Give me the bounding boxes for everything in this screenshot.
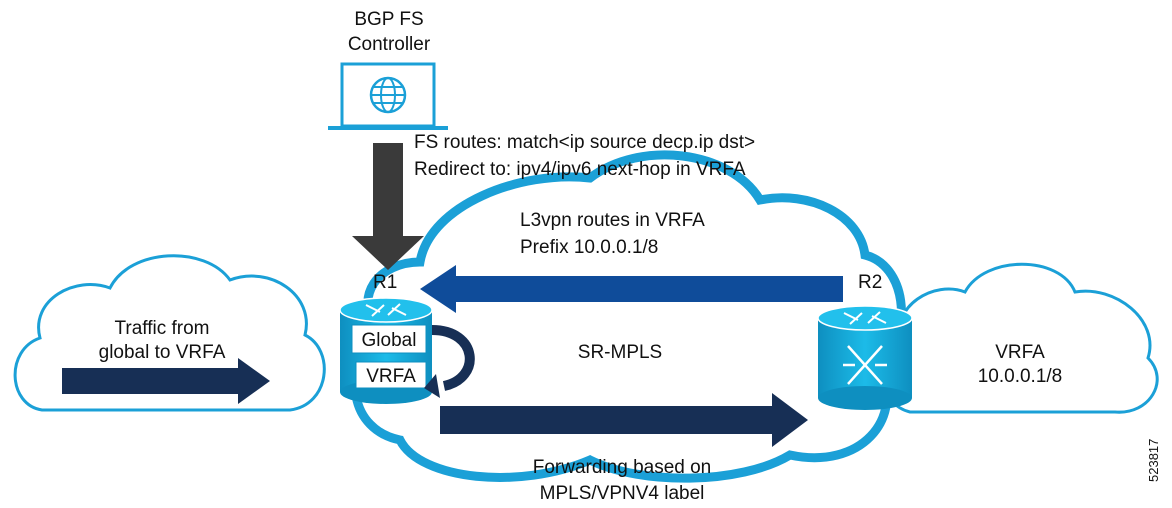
forwarding-arrow [440,393,808,447]
right-cloud-line1: VRFA [995,342,1045,363]
right-cloud-line2: 10.0.0.1/8 [978,366,1063,387]
l3vpn-line1: L3vpn routes in VRFA [520,210,705,231]
right-cloud [880,262,1159,414]
r1-vrfa-label: VRFA [366,366,416,387]
fs-routes-line1: FS routes: match<ip source decp.ip dst> [414,132,755,153]
l3vpn-route-arrow [420,265,843,313]
router-r1-label: R1 [373,272,397,293]
router-icon [365,303,407,317]
switch-cross-icon [843,345,887,385]
router-icon [843,311,887,325]
controller-title-line2: Controller [348,34,431,55]
r1-global-label: Global [362,330,417,351]
forwarding-line1: Forwarding based on [533,457,712,478]
router-r2 [817,305,913,410]
controller-down-arrow [352,143,424,270]
fs-routes-line2: Redirect to: ipv4/ipv6 next-hop in VRFA [414,159,746,180]
globe-icon [369,76,407,114]
controller-laptop [328,62,448,130]
left-cloud-line1: Traffic from [114,318,209,339]
traffic-arrow [62,358,270,404]
router-r1 [339,297,433,404]
router-r2-label: R2 [858,272,882,293]
controller-title-line1: BGP FS [354,9,423,30]
global-to-vrfa-arrow [424,325,475,398]
forwarding-line2: MPLS/VPNV4 label [540,483,705,504]
core-label: SR-MPLS [578,342,662,363]
l3vpn-line2: Prefix 10.0.0.1/8 [520,237,658,258]
left-cloud-line2: global to VRFA [99,342,226,363]
figure-id: 523817 [1146,439,1161,482]
